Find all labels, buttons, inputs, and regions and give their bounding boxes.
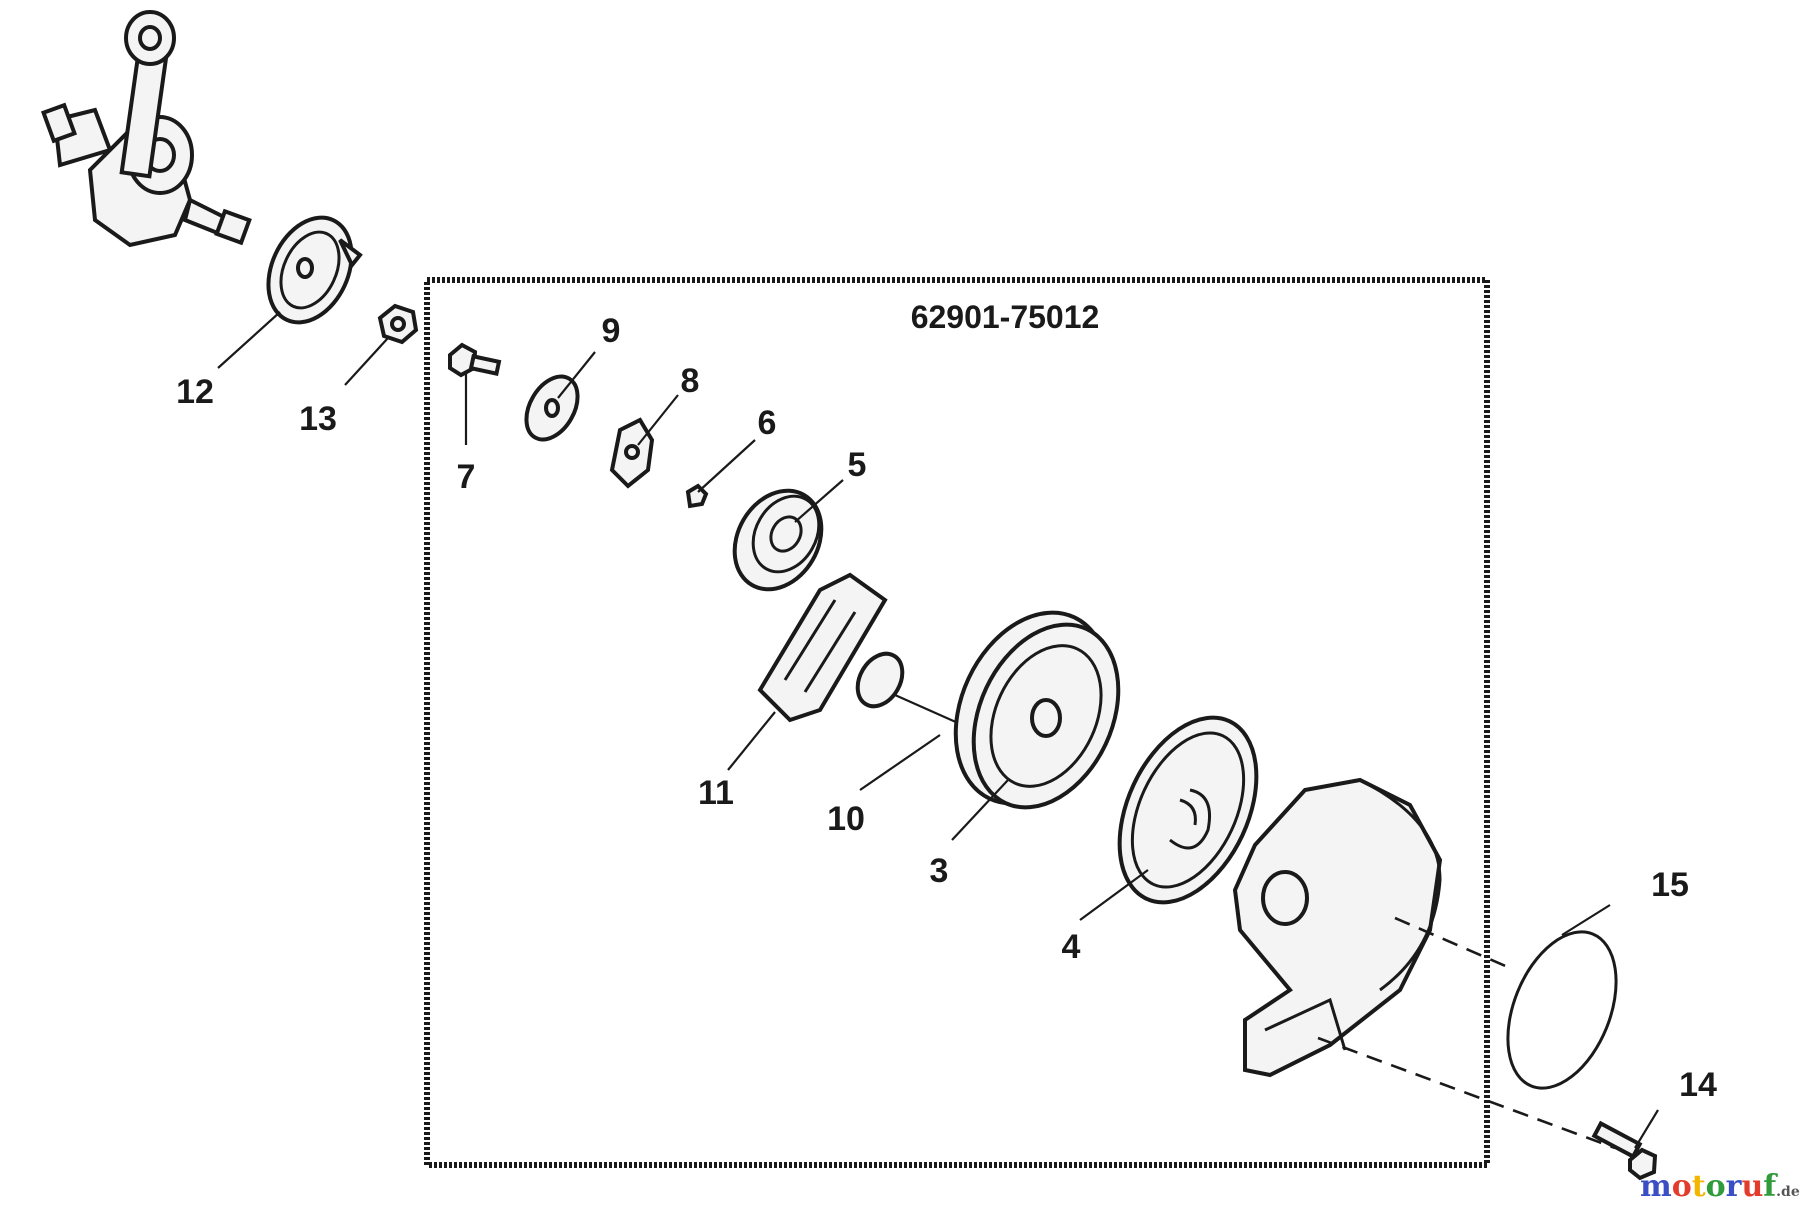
callout-5: 5: [848, 446, 867, 484]
svg-text:motoruf.de: motoruf.de: [1640, 1169, 1800, 1204]
leader-lines: [217, 311, 1659, 1149]
crankshaft-part: [40, 10, 252, 248]
callout-7: 7: [457, 458, 476, 496]
part-7-bolt: [448, 342, 502, 378]
part-9-washer: [524, 374, 580, 442]
part-6-pin: [685, 483, 709, 509]
part-8-pawl: [609, 417, 655, 489]
callout-9: 9: [602, 312, 621, 350]
starter-housing: [1232, 777, 1443, 1078]
callout-6: 6: [758, 404, 777, 442]
part-4-spring: [1117, 715, 1259, 905]
part-5-ratchet: [732, 488, 824, 592]
callout-12: 12: [176, 373, 214, 411]
kit-boundary-box: [424, 277, 1490, 1168]
motoruf-watermark-logo: motoruf.de: [1640, 1169, 1800, 1204]
kit-number-label: 62901-75012: [911, 299, 1100, 335]
callout-3: 3: [930, 852, 949, 890]
part-15-o-ring: [1506, 930, 1618, 1090]
callout-13: 13: [299, 400, 337, 438]
callout-15: 15: [1651, 866, 1689, 904]
alignment-line-upper: [1394, 916, 1511, 970]
alignment-line-lower: [1317, 1036, 1616, 1150]
part-3-pulley: [953, 610, 1121, 810]
part-12-flywheel: [266, 215, 363, 325]
callout-14: 14: [1679, 1066, 1717, 1104]
part-14-screw: [1591, 1120, 1658, 1181]
callout-8: 8: [681, 362, 700, 400]
part-13-nut: [377, 303, 419, 345]
callout-4: 4: [1062, 928, 1081, 966]
callout-10: 10: [827, 800, 865, 838]
part-11-starter-handle: [757, 572, 986, 737]
callout-11: 11: [698, 774, 734, 812]
